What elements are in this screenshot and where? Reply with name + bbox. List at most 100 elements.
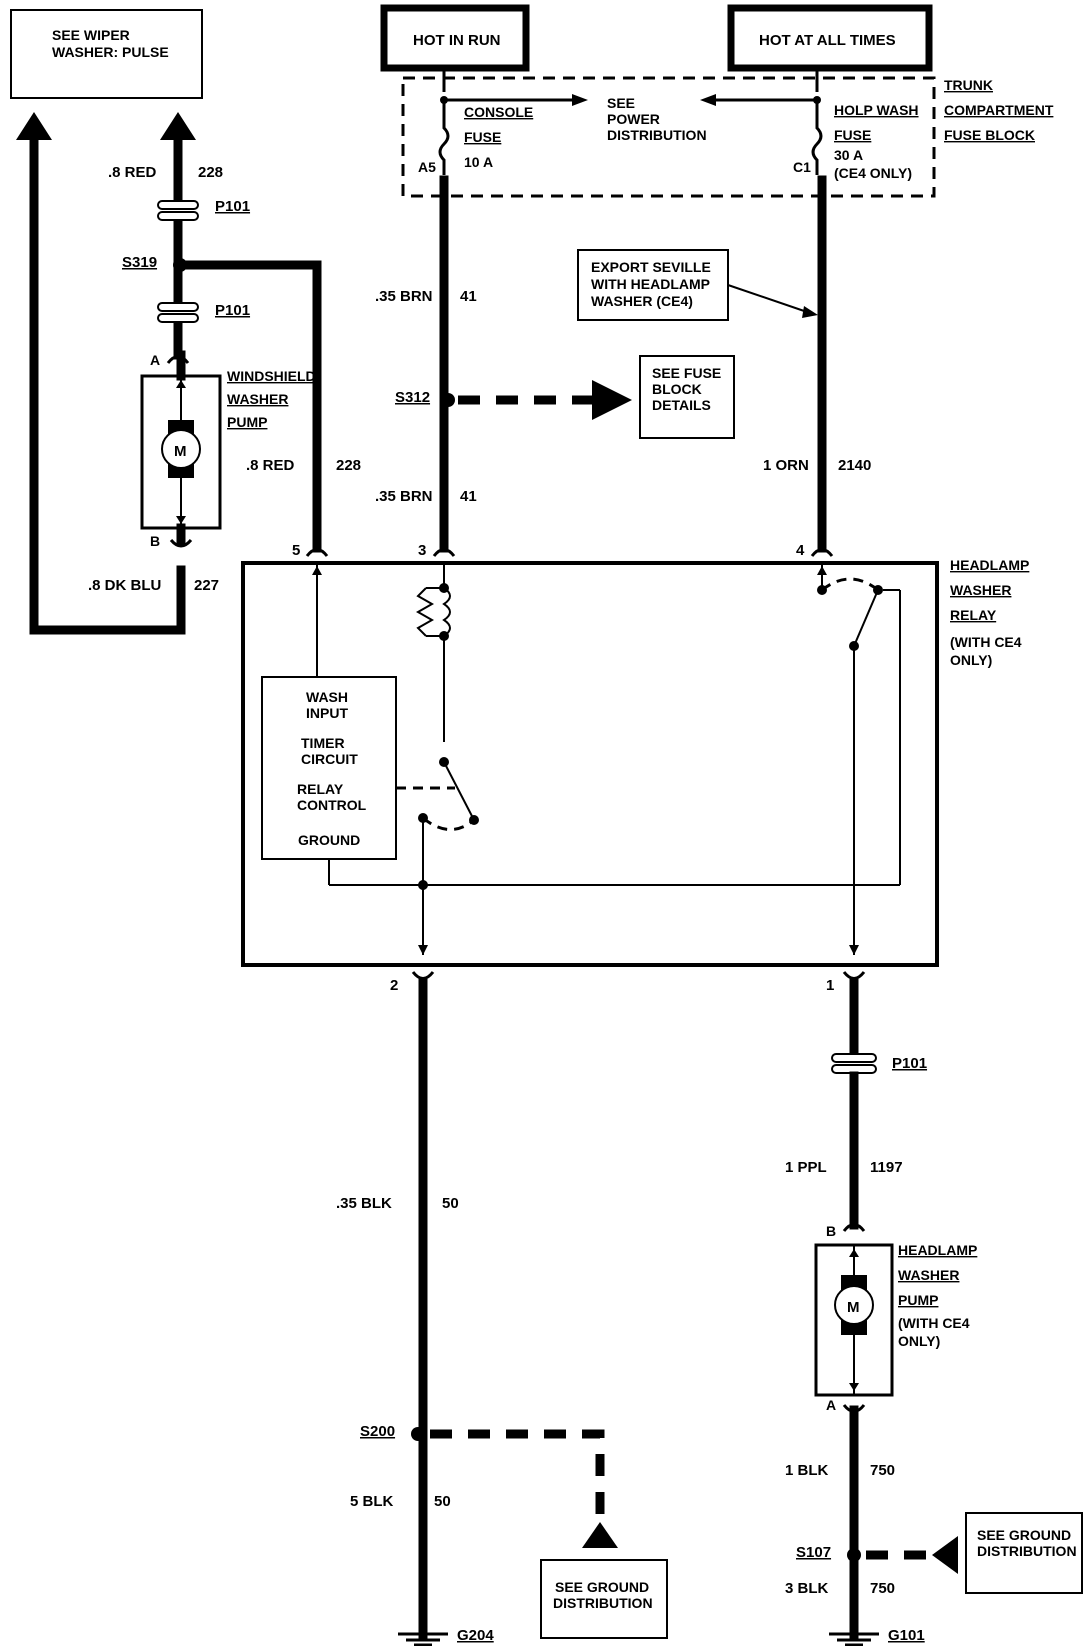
see-ground-2-b: DISTRIBUTION: [977, 1543, 1077, 1559]
relay-name-4: (WITH CE4: [950, 634, 1022, 650]
s200-splice: [411, 1427, 425, 1441]
p101-label-c: P101: [892, 1055, 927, 1072]
see-power-3: DISTRIBUTION: [607, 127, 707, 143]
arrow-right-icon: [592, 380, 632, 420]
trunk-fuse-block-1: TRUNK: [944, 77, 993, 93]
timer-3: TIMER: [301, 735, 345, 751]
console-fuse-rating: 10 A: [464, 154, 493, 170]
ground-arrow-icon: [582, 1522, 618, 1548]
s200-label: S200: [360, 1423, 395, 1440]
hp-name-4: (WITH CE4: [898, 1315, 970, 1331]
see-fuse-block-3: DETAILS: [652, 397, 711, 413]
see-power-2: POWER: [607, 111, 660, 127]
p101-label-b: P101: [215, 302, 250, 319]
wp-pin-b: B: [150, 533, 160, 549]
holp-fuse-name-1: HOLP WASH: [834, 102, 919, 118]
pin-1: 1: [826, 977, 834, 994]
wire-blk-5-circuit: 50: [434, 1493, 451, 1510]
see-wiper-box[interactable]: [10, 9, 203, 99]
timer-4: CIRCUIT: [301, 751, 358, 767]
arrow-up-icon: [16, 112, 52, 140]
wire-red-mid-circuit: 228: [336, 457, 361, 474]
wire-blk-35-gauge: .35 BLK: [336, 1195, 392, 1212]
wire-blk-5-gauge: 5 BLK: [350, 1493, 394, 1510]
wire-ppl-gauge: 1 PPL: [785, 1159, 827, 1176]
holp-fuse-pin: C1: [793, 159, 811, 175]
hot-in-run-box[interactable]: [380, 4, 530, 72]
holp-fuse-rating-1: 30 A: [834, 147, 863, 163]
pin-4: 4: [796, 542, 805, 559]
pin-2: 2: [390, 977, 398, 994]
wire-dk-blu-circuit: 227: [194, 577, 219, 594]
p101-connector-c: [831, 1053, 877, 1074]
relay-coil-icon: [415, 587, 435, 637]
hot-at-all-times-text: HOT AT ALL TIMES: [759, 32, 896, 49]
hot-at-all-times-box[interactable]: [727, 4, 933, 72]
ground-icon: [829, 1632, 879, 1646]
see-ground-1-a: SEE GROUND: [555, 1579, 649, 1595]
see-ground-box-2[interactable]: [965, 1512, 1083, 1594]
wire-228-branch: [177, 260, 322, 553]
wp-pin-a: A: [150, 352, 160, 368]
ground-icon: [398, 1632, 448, 1646]
wire-red-top-circuit: 228: [198, 164, 223, 181]
export-seville-box[interactable]: [577, 249, 729, 321]
holp-fuse-rating-2: (CE4 ONLY): [834, 165, 912, 181]
wire-brn-1-gauge: .35 BRN: [375, 288, 433, 305]
pin-5: 5: [292, 542, 300, 559]
see-ground-box-1[interactable]: [540, 1559, 668, 1639]
export-seville-1: EXPORT SEVILLE: [591, 259, 711, 275]
relay-name-5: ONLY): [950, 652, 992, 668]
hp-name-3: PUMP: [898, 1292, 938, 1308]
holp-fuse: [811, 100, 823, 175]
export-seville-3: WASHER (CE4): [591, 293, 693, 309]
wire-ppl-circuit: 1197: [870, 1159, 903, 1176]
ground-arrow-icon: [932, 1536, 958, 1574]
see-fuse-block-box[interactable]: [639, 355, 735, 439]
see-fuse-block-1: SEE FUSE: [652, 365, 721, 381]
trunk-fuse-block: [401, 76, 936, 198]
svg-text:M: M: [847, 1299, 860, 1316]
wire-red-top-gauge: .8 RED: [108, 164, 157, 181]
s200-branch: [430, 1429, 605, 1530]
see-fuse-block-2: BLOCK: [652, 381, 702, 397]
wire-227: [29, 133, 186, 635]
see-wiper-text-2: WASHER: PULSE: [52, 44, 169, 60]
g204-label: G204: [457, 1627, 494, 1644]
timer-7: GROUND: [298, 832, 360, 848]
wire-blk-3-gauge: 3 BLK: [785, 1580, 829, 1597]
timer-2: INPUT: [306, 705, 348, 721]
console-fuse-name-1: CONSOLE: [464, 104, 533, 120]
s107-splice: [847, 1548, 861, 1562]
relay-name-3: RELAY: [950, 607, 997, 623]
console-fuse: [438, 100, 450, 175]
p101-connector-b: [157, 302, 199, 323]
wp-name-3: PUMP: [227, 414, 267, 430]
wire-orn-circuit: 2140: [838, 457, 871, 474]
wire-red-mid-gauge: .8 RED: [246, 457, 295, 474]
hp-name-5: ONLY): [898, 1333, 940, 1349]
motor-icon: [161, 429, 201, 469]
console-fuse-pin: A5: [418, 159, 436, 175]
export-seville-2: WITH HEADLAMP: [591, 276, 710, 292]
wp-name-1: WINDSHIELD: [227, 368, 316, 384]
wire-brn-2-circuit: 41: [460, 488, 477, 505]
wire-blk-1-gauge: 1 BLK: [785, 1462, 829, 1479]
console-fuse-name-2: FUSE: [464, 129, 501, 145]
trunk-fuse-block-3: FUSE BLOCK: [944, 127, 1035, 143]
wp-name-2: WASHER: [227, 391, 288, 407]
wire-blk-3-circuit: 750: [870, 1580, 895, 1597]
hot-in-run-text: HOT IN RUN: [413, 32, 501, 49]
wire-blk-35-circuit: 50: [442, 1195, 459, 1212]
s312-label: S312: [395, 389, 430, 406]
hp-name-2: WASHER: [898, 1267, 959, 1283]
see-ground-1-b: DISTRIBUTION: [553, 1595, 653, 1611]
s319-label: S319: [122, 254, 157, 271]
wire-dk-blu-gauge: .8 DK BLU: [88, 577, 161, 594]
wire-orn-gauge: 1 ORN: [763, 457, 809, 474]
hp-pin-a: A: [826, 1397, 836, 1413]
holp-fuse-name-2: FUSE: [834, 127, 871, 143]
arrow-left-icon: [700, 94, 716, 106]
hp-pin-b: B: [826, 1223, 836, 1239]
